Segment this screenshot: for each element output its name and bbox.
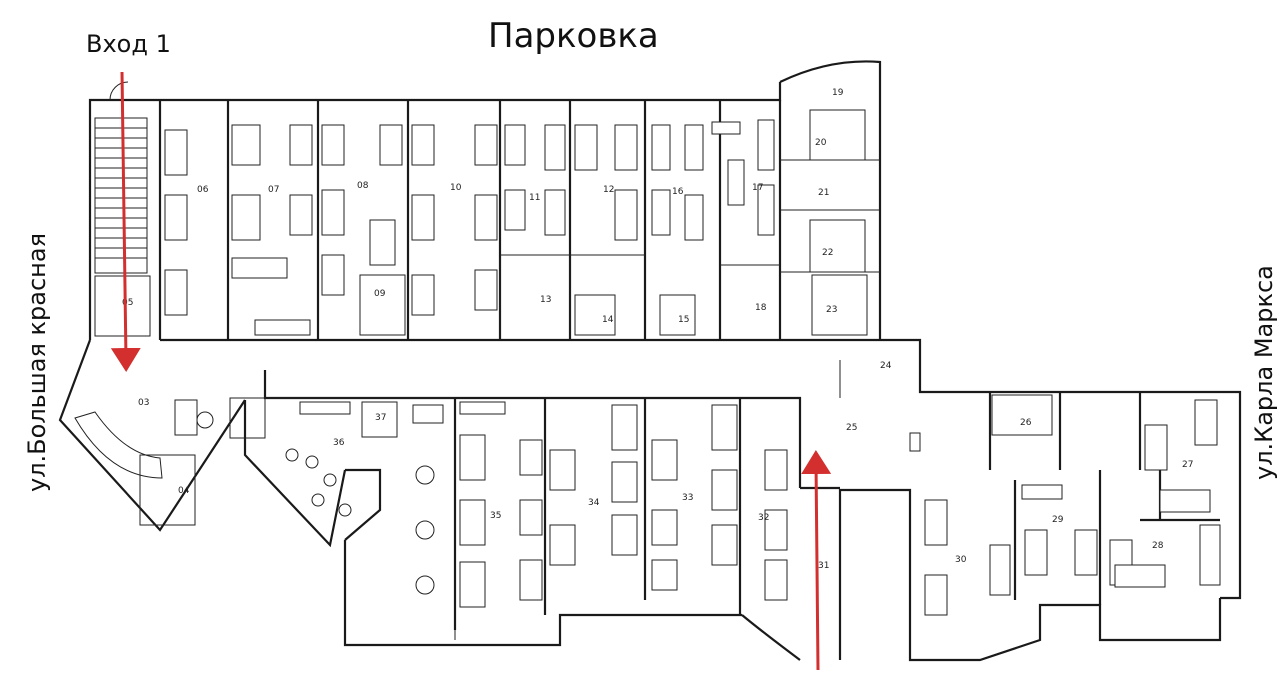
cafe-area (265, 397, 456, 640)
room-number: 06 (197, 185, 209, 195)
room-number: 10 (450, 183, 462, 193)
room-number: 21 (818, 188, 829, 198)
north-furniture (164, 119, 775, 336)
room-number: 36 (333, 438, 345, 448)
room-number: 03 (138, 398, 149, 408)
street-right-label: ул.Карла Маркса (1250, 265, 1278, 480)
room-number: 37 (375, 413, 386, 423)
room-number: 14 (602, 315, 614, 325)
entrance-arrow-up (801, 450, 832, 671)
room-number: 20 (815, 138, 827, 148)
room-number: 08 (357, 181, 369, 191)
entrance-arrow-down (110, 71, 141, 372)
room-number: 23 (826, 305, 837, 315)
room-number: 15 (678, 315, 689, 325)
room-number: 18 (755, 303, 767, 313)
room-number: 24 (880, 361, 892, 371)
room-number: 27 (1182, 460, 1193, 470)
room-number: 32 (758, 513, 769, 523)
entrance-label: Вход 1 (86, 30, 171, 58)
room-number: 25 (846, 423, 857, 433)
parking-label: Парковка (488, 16, 659, 56)
room-number: 11 (529, 193, 540, 203)
room-number: 09 (374, 289, 386, 299)
room-number: 34 (588, 498, 600, 508)
room-number: 12 (603, 185, 614, 195)
street-left-label: ул.Большая красная (23, 233, 51, 492)
room-number: 26 (1020, 418, 1032, 428)
room-number: 31 (818, 561, 829, 571)
outer-walls (58, 60, 1242, 662)
room-number: 17 (752, 183, 763, 193)
corridors (160, 338, 880, 490)
room-number: 16 (672, 187, 684, 197)
room-number: 05 (122, 298, 133, 308)
room-numbers: 03 04 05 06 07 08 09 10 11 12 13 14 15 1… (122, 88, 1193, 571)
room-number: 35 (490, 511, 501, 521)
south-rooms (453, 398, 788, 630)
room-number: 19 (832, 88, 844, 98)
room-number: 29 (1052, 515, 1064, 525)
room-number: 13 (540, 295, 551, 305)
reception (74, 397, 266, 526)
room-number: 07 (268, 185, 279, 195)
east-rooms (909, 392, 1221, 616)
room-number: 22 (822, 248, 833, 258)
room-number: 28 (1152, 541, 1164, 551)
room-number: 33 (682, 493, 693, 503)
room-number: 30 (955, 555, 967, 565)
staircase (94, 81, 151, 337)
room-number: 04 (178, 486, 190, 496)
north-rooms (158, 100, 880, 340)
